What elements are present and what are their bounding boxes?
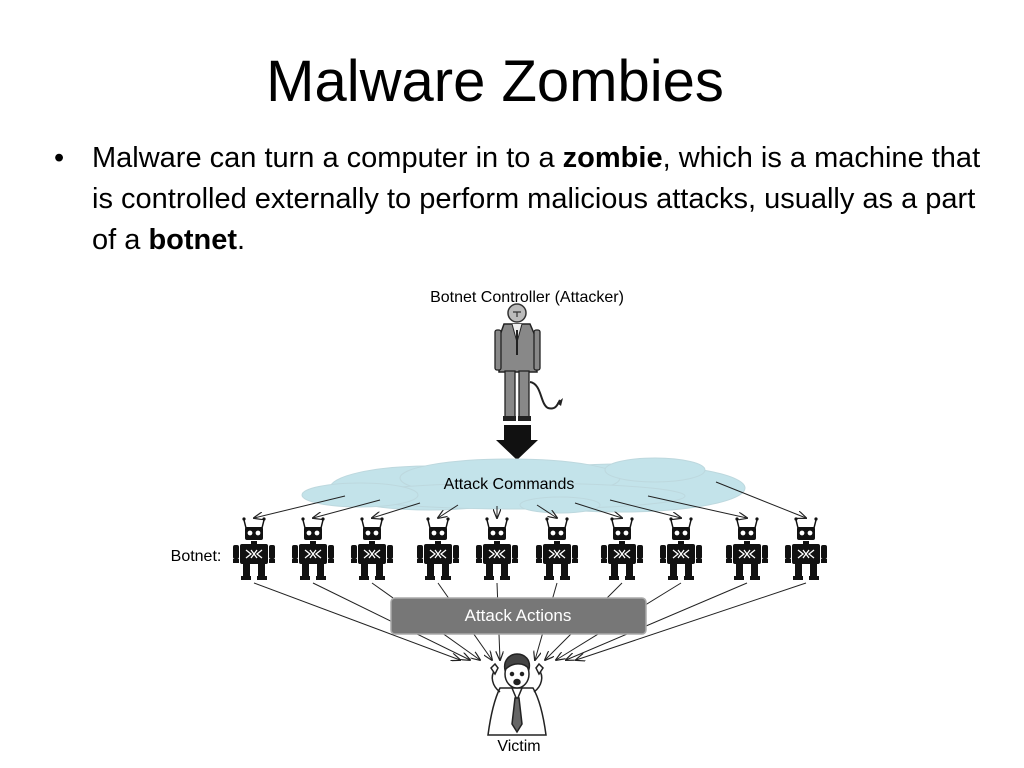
- command-arrow: [609, 499, 681, 518]
- command-arrow: [313, 499, 381, 518]
- attacker-figure-icon: [494, 303, 563, 421]
- robot-zombie-icon: [725, 516, 769, 581]
- victim-figure-icon: [487, 653, 547, 736]
- robot-zombie-icon: [535, 516, 579, 581]
- robot-zombie-icon: [784, 516, 828, 581]
- attack-actions-bar: [390, 597, 647, 635]
- attack-arrow: [566, 582, 748, 660]
- commands-label: Attack Commands: [444, 476, 575, 493]
- bullet-bold-term: zombie: [562, 142, 663, 174]
- command-arrow: [574, 502, 622, 518]
- botnet-label: Botnet:: [171, 548, 222, 565]
- command-arrow: [438, 504, 459, 518]
- command-arrow: [372, 502, 421, 518]
- bullet-text-run: , which is a machine that is controlled …: [92, 142, 981, 256]
- robot-zombie-icon: [659, 516, 703, 581]
- bullet-text: Malware can turn a computer in to a zomb…: [92, 138, 982, 261]
- attack-arrow: [253, 582, 460, 660]
- command-arrow: [647, 495, 747, 518]
- robot-zombie-icon: [232, 516, 276, 581]
- bullet-bold-term: botnet: [148, 224, 238, 256]
- attack-arrow: [576, 582, 807, 660]
- robot-zombie-icon: [350, 516, 394, 581]
- bullet-text-run: .: [237, 224, 246, 256]
- robot-zombie-icon: [291, 516, 335, 581]
- command-arrow: [536, 504, 557, 518]
- command-arrows: [254, 481, 806, 518]
- command-arrow: [715, 481, 806, 518]
- robot-zombie-icon: [416, 516, 460, 581]
- zombie-row: [232, 516, 828, 581]
- down-arrow-icon: [496, 425, 538, 460]
- actions-label: Attack Actions: [465, 606, 572, 625]
- slide-title: Malware Zombies: [266, 49, 724, 114]
- controller-label: Botnet Controller (Attacker): [430, 289, 624, 306]
- robot-zombie-icon: [475, 516, 519, 581]
- victim-label: Victim: [497, 738, 540, 755]
- bullet-text-run: Malware can turn a computer in to a: [92, 142, 563, 174]
- command-arrow: [254, 495, 346, 518]
- attack-commands-cloud: [301, 457, 746, 514]
- bullet-symbol: •: [54, 142, 65, 174]
- robot-zombie-icon: [600, 516, 644, 581]
